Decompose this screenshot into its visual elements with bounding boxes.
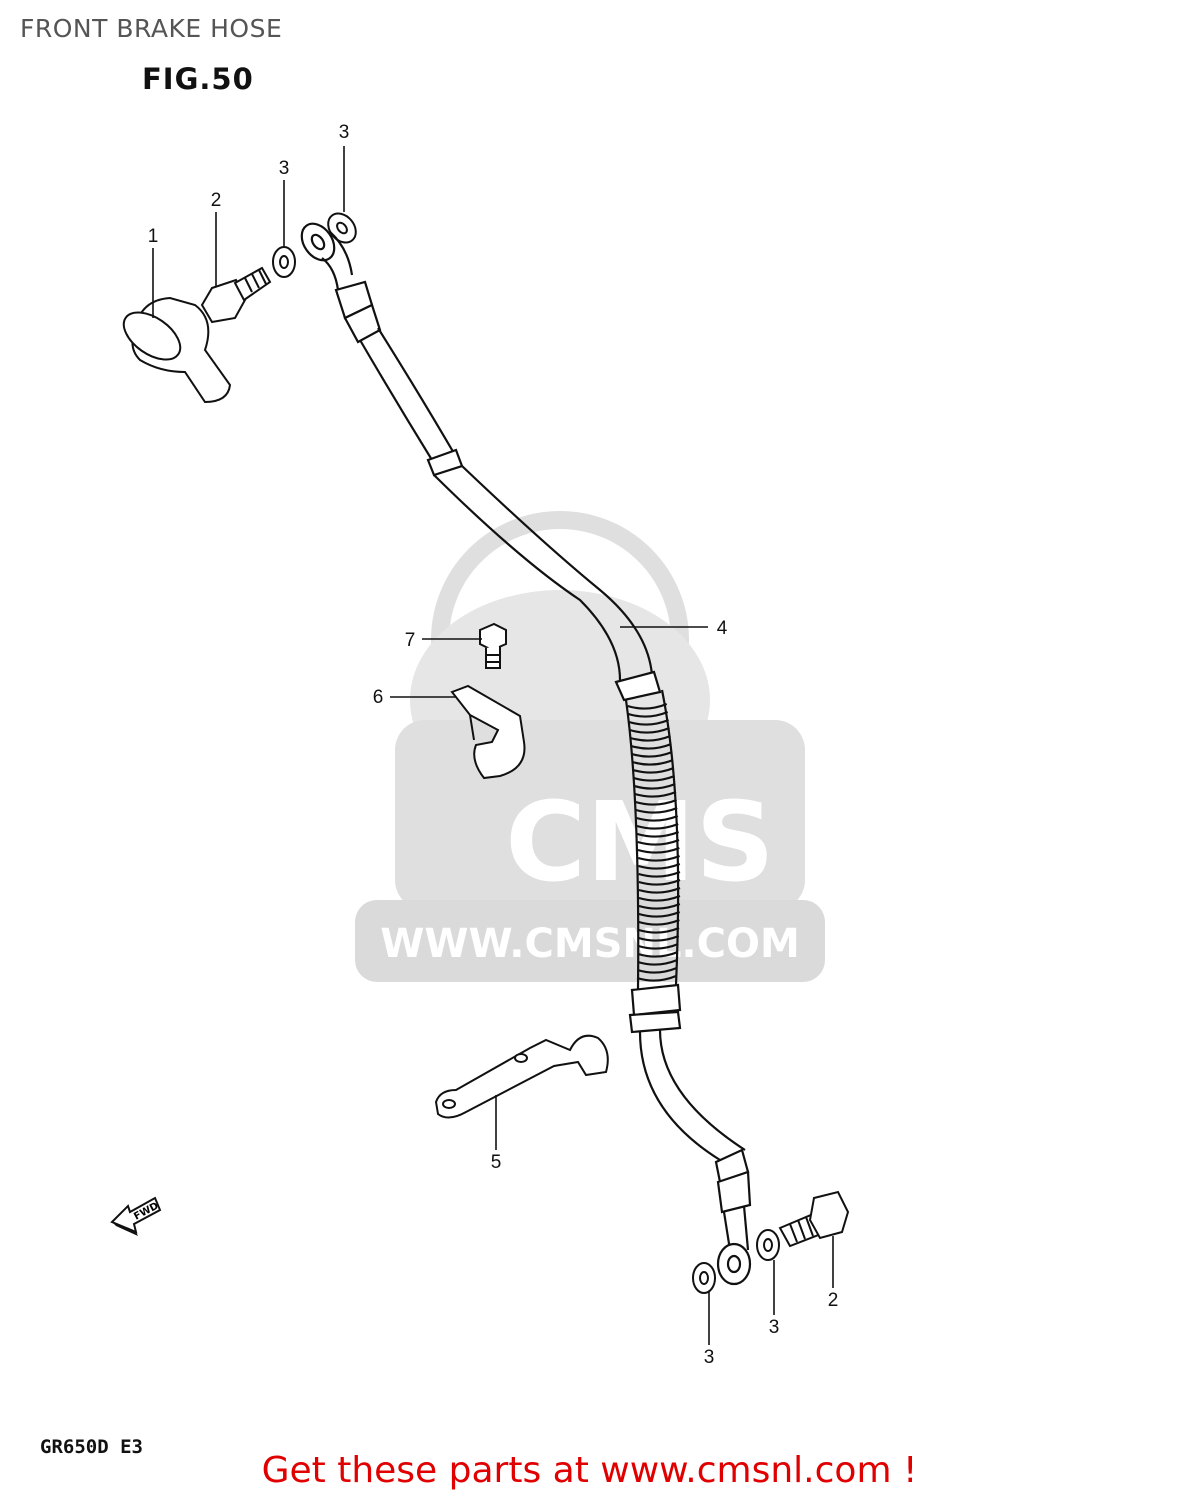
guard-coil [638,942,679,950]
guard-coil [631,750,673,758]
watermark-url: WWW.CMSNL.COM [380,921,800,967]
guard-coil [630,742,672,750]
guard-coil [638,918,680,926]
guard-coil [637,950,679,958]
guard-coil [637,966,678,974]
washer-bottom-2 [756,1229,780,1261]
washer-top-2 [327,212,357,244]
callout-3-bottom-1: 3 [704,1347,715,1368]
clamp-bolt [479,622,507,669]
hose-bracket [434,1034,609,1119]
guard-coil [636,822,679,830]
guard-coil [638,886,681,894]
callout-1: 1 [148,226,159,247]
guard-coil [637,830,680,838]
watermark-logo: CMS WWW.CMSNL.COM [355,511,825,982]
guard-coil [634,790,677,798]
callout-5: 5 [491,1152,502,1173]
washer-bottom-1 [692,1262,716,1294]
guard-coil [638,926,680,934]
brake-hose [300,222,752,1286]
footer-link[interactable]: Get these parts at www.cmsnl.com ! [261,1450,918,1491]
guard-coil [635,806,678,814]
guard-coil [638,878,681,886]
callout-3-bottom-2: 3 [769,1317,780,1338]
callout-4: 4 [717,618,728,639]
guard-coil [637,854,680,862]
union-cap [122,296,232,404]
callout-2-bottom: 2 [828,1290,839,1311]
callout-3-top-2: 3 [339,122,350,143]
guard-coil [636,974,677,982]
union-bolt-top [200,266,272,324]
washer-top-1 [272,246,296,278]
guard-coil [632,758,674,766]
guard-coil [638,902,681,910]
hose-clamp [450,684,526,780]
guard-coil [638,934,680,942]
callout-3-top-1: 3 [279,158,290,179]
guard-coil [638,870,681,878]
guard-coil [638,894,681,902]
leader-lines [152,146,834,1345]
guard-coil [636,814,679,822]
fwd-arrow-icon: FWD [110,1196,162,1236]
guard-coil [635,798,677,806]
guard-coil [627,702,668,710]
guard-coil [638,910,681,918]
page-title: FRONT BRAKE HOSE [20,14,283,43]
guard-coil [629,726,670,734]
callout-labels: 1 2 3 3 4 7 6 5 3 3 2 [148,122,839,1368]
guard-coil [630,734,671,742]
guard-coil [628,718,669,726]
guard-coil [627,710,669,718]
callout-6: 6 [373,687,384,708]
guard-coil [637,838,680,846]
union-bolt-bottom [778,1190,850,1248]
figure-number: FIG.50 [142,62,254,96]
guard-coil [637,846,680,854]
guard-coil [634,782,676,790]
model-code: GR650D E3 [40,1436,143,1458]
guard-coil [637,958,678,966]
guard-coil [638,862,681,870]
guard-coil [633,774,675,782]
callout-7: 7 [405,630,416,651]
callout-2-top: 2 [211,190,222,211]
guard-coil [632,766,675,774]
